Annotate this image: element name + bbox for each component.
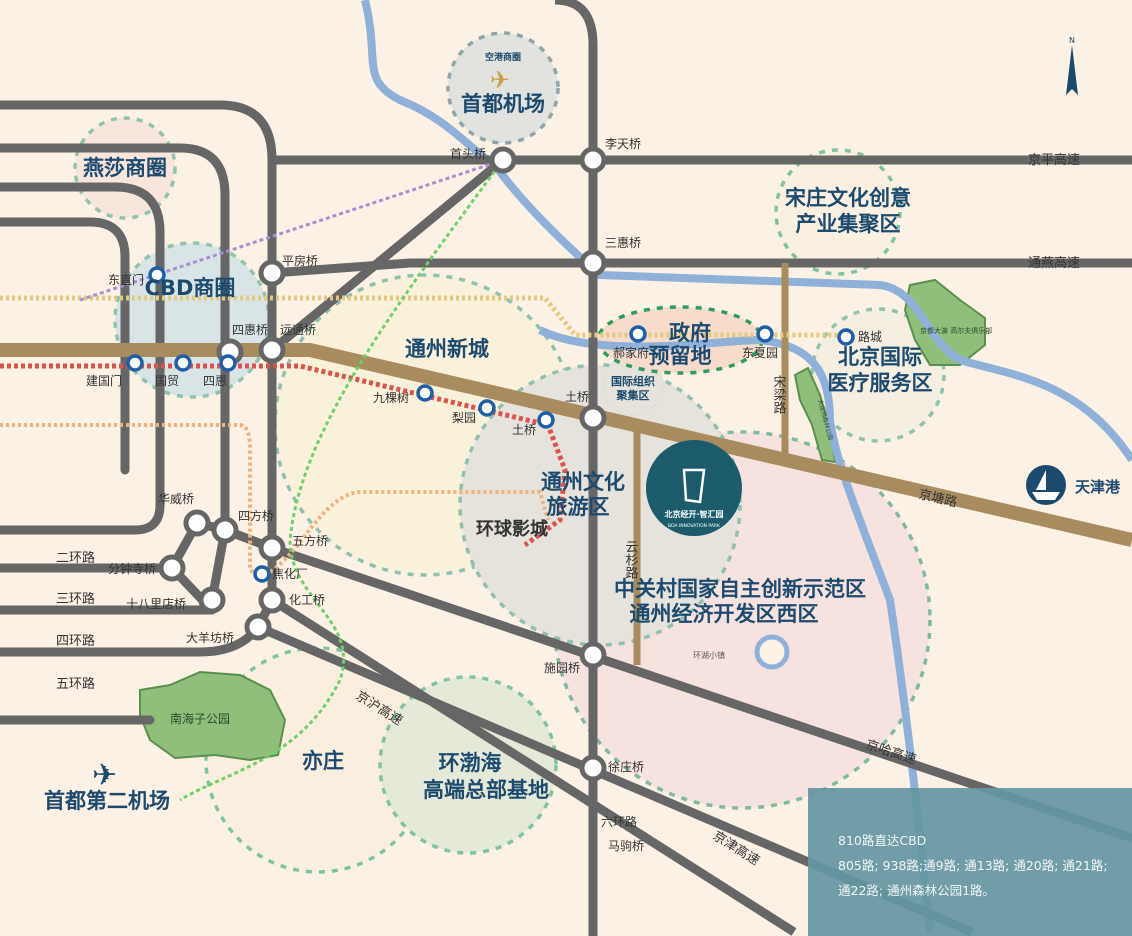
bridges-10-label: 分钟寺桥 <box>108 561 156 576</box>
zones-gov_1-label: 政府 <box>669 321 711 345</box>
zones-songzhuang_2-label: 产业集聚区 <box>796 212 901 236</box>
bridges-2-label: 三惠桥 <box>605 236 641 250</box>
zones-nanhaizi-label: 南海子公园 <box>170 711 230 726</box>
zones-zgc_2-label: 通州经济开发区西区 <box>630 602 819 626</box>
stations-6-label: 土桥 <box>512 423 536 437</box>
stations-9-label: 路城 <box>858 329 882 344</box>
logo-text-cn: 北京经开·智汇园 <box>664 509 723 519</box>
zones-tianjin-label: 天津港 <box>1075 478 1121 496</box>
stations-4-label: 九棵树 <box>373 390 409 405</box>
bridges-13-label: 大羊坊桥 <box>186 630 234 645</box>
golf-park <box>903 278 986 366</box>
airport-express <box>79 158 504 302</box>
north-arrow-icon <box>1066 45 1078 95</box>
stations-5-label: 梨园 <box>452 411 476 425</box>
zone-bohai[interactable] <box>378 675 558 855</box>
roads-ring5-label: 五环路 <box>56 676 95 692</box>
zones-medical_2-label: 医疗服务区 <box>828 371 933 395</box>
roads-yunshan-label: 云杉路 <box>623 540 639 579</box>
zone-cbd[interactable] <box>113 241 271 399</box>
metro-stations <box>126 266 855 583</box>
bridges-12-label: 化工桥 <box>289 593 325 607</box>
zones-yansha-label: 燕莎商圈 <box>83 156 167 180</box>
zone-songzhuang[interactable] <box>774 148 902 276</box>
zones-daxing_airport-label: 首都第二机场 <box>44 789 170 813</box>
zones-medical_1-label: 北京国际 <box>838 345 922 369</box>
project-logo[interactable] <box>646 440 742 536</box>
stations-1-label: 建国门 <box>86 373 122 388</box>
airplane-icon: ✈ <box>92 758 117 793</box>
bridges-7-label: 华威桥 <box>158 492 194 506</box>
stations-0-label: 东直门 <box>108 272 144 287</box>
transit-line-1: 810路直达CBD <box>838 833 927 848</box>
zones-intl_org_1-label: 国际组织 <box>611 374 655 388</box>
zones-yizhuang-label: 亦庄 <box>302 749 344 773</box>
bridges-4-label: 四惠桥 <box>232 323 268 337</box>
roads-ring2-label: 二环路 <box>56 550 95 566</box>
transit-line-3: 通22路; 通州森林公园1路。 <box>838 883 996 898</box>
bridges-14-label: 施园桥 <box>544 661 580 675</box>
stations-2-label: 国贸 <box>155 374 179 388</box>
river <box>361 0 1132 933</box>
airport-line-2 <box>179 159 505 802</box>
zones-culture_1-label: 通州文化 <box>541 470 625 494</box>
bridges-6-label: 土桥 <box>565 390 589 404</box>
bridges-1-label: 李天桥 <box>605 136 641 151</box>
transit-line-2: 805路; 938路;通9路; 通13路; 通20路; 通21路; <box>838 858 1108 873</box>
bridges-8-label: 四方桥 <box>238 508 274 523</box>
metro-line-6 <box>0 295 850 338</box>
compass: N <box>1064 36 1080 99</box>
station-labels: 东直门 建国门 国贸 四惠 九棵树 梨园 土桥 郝家府 东夏园 路城 焦化厂 <box>86 272 882 581</box>
bridges-11-label: 十八里店桥 <box>126 597 186 611</box>
roads-ring3-label: 三环路 <box>56 591 95 607</box>
roads-ring4-label: 四环路 <box>56 633 95 649</box>
zones-cbd-label: CBD商圈 <box>145 276 236 300</box>
zones-intl_org_2-label: 聚集区 <box>616 388 650 402</box>
zones-bohai_1-label: 环渤海 <box>439 751 502 775</box>
zones-golf-label: 京都大演 高尔夫俱乐部 <box>920 326 992 335</box>
bridges-17-label: 马驹桥 <box>608 838 644 853</box>
metro-line-batong <box>0 363 568 548</box>
zones-culture_2-label: 旅游区 <box>547 495 610 519</box>
lake <box>754 634 790 670</box>
bridges-3-label: 平房桥 <box>282 253 318 268</box>
zones-universal-label: 环球影城 <box>476 518 548 540</box>
bridges-15-label: 徐庄桥 <box>608 759 644 774</box>
logo-text-en: BDA INNOVATION PARK <box>668 523 721 529</box>
metro-line-universal <box>259 490 550 580</box>
zones-huanhu-label: 环湖小镇 <box>693 650 725 660</box>
zones-tongzhou_new-label: 通州新城 <box>405 337 489 361</box>
jingtang-road <box>0 343 1132 547</box>
compass-label: N <box>1069 36 1075 45</box>
zones-gov_2-label: 预留地 <box>649 344 712 368</box>
zones-songzhuang_1-label: 宋庄文化创意 <box>785 186 911 210</box>
bridges-9-label: 五方桥 <box>292 533 328 548</box>
stations-8-label: 东夏园 <box>742 346 778 360</box>
zone-yansha[interactable] <box>73 116 177 220</box>
zones-bohai_2-label: 高端总部基地 <box>423 778 549 802</box>
bridge-labels: 首头桥 李天桥 三惠桥 平房桥 四惠桥 远通桥 土桥 华威桥 四方桥 五方桥 分… <box>108 136 644 853</box>
stations-7-label: 郝家府 <box>613 345 649 360</box>
zones-airport-label: 首都机场 <box>461 92 545 116</box>
bridges-5-label: 远通桥 <box>280 323 316 337</box>
airplane-icon: ✈ <box>490 66 510 94</box>
metro-line-7 <box>0 423 262 580</box>
zone-airport[interactable] <box>446 31 560 145</box>
nanhaizi-park <box>139 670 287 762</box>
ship-icon <box>1032 470 1060 500</box>
roads-jingping-label: 京平高速 <box>1028 152 1080 168</box>
roads-tongyan-label: 通燕高速 <box>1028 255 1080 271</box>
zones-zgc_1-label: 中关村国家自主创新示范区 <box>614 577 866 601</box>
bridges-0-label: 首头桥 <box>450 147 486 161</box>
bridges-16-label: 六环路 <box>601 814 637 829</box>
stations-3-label: 四惠 <box>203 374 227 388</box>
transit-info-panel: 810路直达CBD 805路; 938路;通9路; 通13路; 通20路; 通2… <box>808 788 1132 936</box>
roads-songliang-label: 宋梁路 <box>771 375 787 414</box>
zones-airport_sub-label: 空港商圈 <box>485 51 521 63</box>
logo-mark <box>682 468 706 504</box>
stations-10-label: 焦化厂 <box>272 567 308 581</box>
forest-park <box>793 366 837 464</box>
